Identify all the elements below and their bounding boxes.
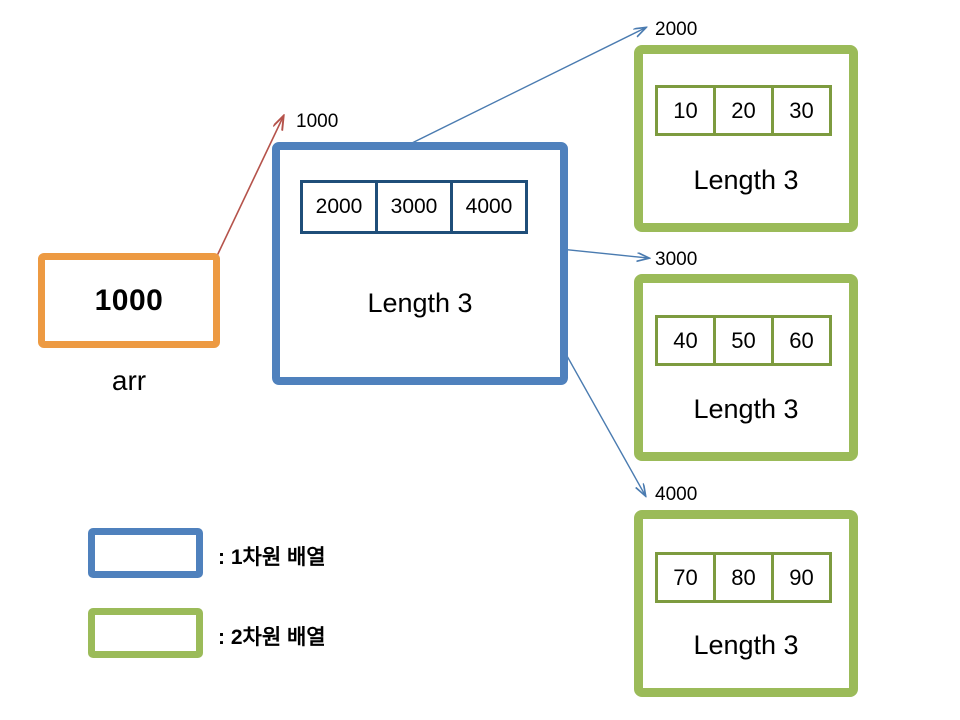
outer-array-box[interactable] xyxy=(272,142,568,385)
inner-array-length-text: Length 3 xyxy=(693,630,799,660)
outer-array-cell[interactable]: 2000 xyxy=(300,180,378,234)
inner-array-box[interactable] xyxy=(634,274,858,461)
variable-value: 1000 xyxy=(94,283,164,317)
legend-label-2d-array: : 2차원 배열 xyxy=(218,626,326,649)
variable-box-arr[interactable]: 1000 xyxy=(38,253,220,348)
inner-array-cell[interactable]: 70 xyxy=(655,552,716,603)
legend-swatch-1d-array xyxy=(88,528,203,578)
outer-array-address-label: 1000 xyxy=(296,111,339,132)
inner-array-cell[interactable]: 50 xyxy=(713,315,774,366)
outer-array-cell[interactable]: 3000 xyxy=(375,180,453,234)
outer-array-cell[interactable]: 4000 xyxy=(450,180,528,234)
inner-array-box[interactable] xyxy=(634,510,858,697)
inner-array-cells: 10 20 30 xyxy=(655,85,832,136)
inner-array-box[interactable] xyxy=(634,45,858,232)
inner-array-cell[interactable]: 90 xyxy=(771,552,832,603)
inner-array-cell[interactable]: 10 xyxy=(655,85,716,136)
inner-array-cells: 40 50 60 xyxy=(655,315,832,366)
inner-array-length-text: Length 3 xyxy=(693,394,799,424)
inner-array-cells: 70 80 90 xyxy=(655,552,832,603)
inner-array-address-label: 4000 xyxy=(655,484,698,505)
inner-array-cell[interactable]: 80 xyxy=(713,552,774,603)
variable-caption: arr xyxy=(111,365,147,396)
legend-label-1d-array: : 1차원 배열 xyxy=(218,546,326,569)
outer-array-length-text: Length 3 xyxy=(367,288,473,318)
inner-array-cell[interactable]: 60 xyxy=(771,315,832,366)
inner-array-length-text: Length 3 xyxy=(693,165,799,195)
inner-array-address-label: 2000 xyxy=(655,19,698,40)
outer-array-cells: 2000 3000 4000 xyxy=(300,180,528,234)
inner-array-cell[interactable]: 40 xyxy=(655,315,716,366)
inner-array-cell[interactable]: 20 xyxy=(713,85,774,136)
inner-array-cell[interactable]: 30 xyxy=(771,85,832,136)
inner-array-address-label: 3000 xyxy=(655,249,698,270)
legend-swatch-2d-array xyxy=(88,608,203,658)
